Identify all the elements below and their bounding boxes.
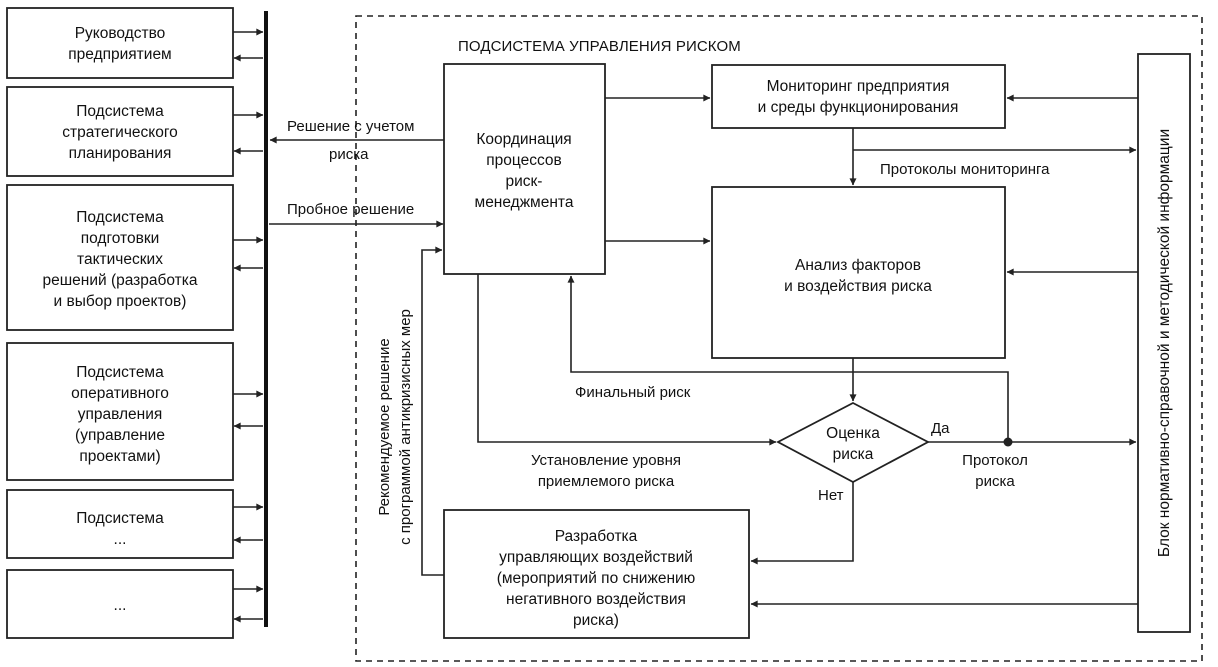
recommended-decision-arrow (421, 246, 444, 576)
block-management-line-1: Руководство (75, 25, 166, 42)
risk-protocol-label-2: риска (975, 473, 1015, 490)
block-strategic-line-1: Подсистема (76, 103, 164, 120)
block-subsystem-etc: Подсистема ... (6, 489, 234, 559)
block-etc-line-1: ... (114, 597, 127, 614)
development-line-1: Разработка (555, 528, 638, 545)
info-block: Блок нормативно-справочной и методическо… (1137, 53, 1191, 633)
block-tactical-line-5: и выбор проектов) (54, 293, 187, 310)
evaluation-line-1: Оценка (826, 425, 880, 442)
risk-subsystem-frame (355, 15, 1203, 662)
coordination-line-3: риск- (506, 173, 543, 190)
block-management-line-2: предприятием (68, 46, 171, 63)
block-operational-line-3: управления (78, 406, 163, 423)
coordination-line-4: менеджмента (475, 194, 574, 211)
coordination-block: Координация процессов риск- менеджмента (443, 63, 606, 275)
block-subsystem-etc-line-1: Подсистема (76, 510, 164, 527)
acceptable-level-label-2: приемлемого риска (538, 473, 675, 490)
decision-with-risk-label-2: риска (329, 146, 369, 163)
block-tactical-decisions: Подсистема подготовки тактических решени… (6, 184, 234, 331)
coordination-line-1: Координация (476, 131, 571, 148)
block-strategic-planning: Подсистема стратегического планирования (6, 86, 234, 177)
development-line-5: риска) (573, 612, 619, 629)
block-operational-line-4: (управление (75, 427, 165, 444)
monitoring-line-2: и среды функционирования (758, 99, 959, 116)
block-tactical-line-1: Подсистема (76, 209, 164, 226)
block-operational-line-2: оперативного (71, 385, 169, 402)
block-operational-line-5: проектами) (79, 448, 160, 465)
block-strategic-line-2: стратегического (62, 124, 178, 141)
subsystem-title: ПОДСИСТЕМА УПРАВЛЕНИЯ РИСКОМ (458, 38, 741, 55)
block-management: Руководство предприятием (6, 7, 234, 79)
no-label: Нет (818, 487, 844, 504)
yes-label: Да (931, 420, 950, 437)
monitoring-block: Мониторинг предприятия и среды функциони… (711, 64, 1006, 129)
evaluation-line-2: риска (833, 446, 874, 463)
risk-protocol-label-1: Протокол (962, 452, 1028, 469)
block-etc: ... (6, 569, 234, 639)
block-tactical-line-4: решений (разработка (42, 272, 197, 289)
left-block-connectors (233, 28, 264, 623)
monitoring-line-1: Мониторинг предприятия (767, 78, 950, 95)
final-risk-label: Финальный риск (575, 384, 691, 401)
coordination-line-2: процессов (486, 152, 562, 169)
acceptable-level-label-1: Установление уровня (531, 452, 681, 469)
development-line-3: (мероприятий по снижению (497, 570, 696, 587)
monitoring-protocols-label: Протоколы мониторинга (880, 161, 1050, 178)
block-subsystem-etc-line-2: ... (114, 531, 127, 548)
decision-with-risk-label-1: Решение с учетом (287, 118, 414, 135)
development-line-2: управляющих воздействий (499, 549, 693, 566)
development-line-4: негативного воздействия (506, 591, 686, 608)
no-branch-arrow (750, 482, 854, 565)
analysis-line-2: и воздействия риска (784, 278, 932, 295)
recommended-decision-label-2: с программой антикризисных мер (397, 309, 414, 545)
development-block: Разработка управляющих воздействий (меро… (443, 509, 750, 639)
acceptable-level-arrow (477, 274, 777, 446)
block-operational-line-1: Подсистема (76, 364, 164, 381)
recommended-decision-label-1: Рекомендуемое решение (376, 338, 393, 515)
info-block-label: Блок нормативно-справочной и методическо… (1156, 129, 1173, 557)
block-strategic-line-3: планирования (69, 145, 172, 162)
evaluation-diamond: Оценка риска (776, 401, 930, 484)
block-tactical-line-2: подготовки (81, 230, 160, 247)
block-tactical-line-3: тактических (77, 251, 163, 268)
final-risk-arrow (567, 275, 1009, 442)
analysis-line-1: Анализ факторов (795, 257, 921, 274)
analysis-block: Анализ факторов и воздействия риска (711, 186, 1006, 359)
block-operational-management: Подсистема оперативного управления (упра… (6, 342, 234, 481)
trial-decision-label: Пробное решение (287, 201, 414, 218)
